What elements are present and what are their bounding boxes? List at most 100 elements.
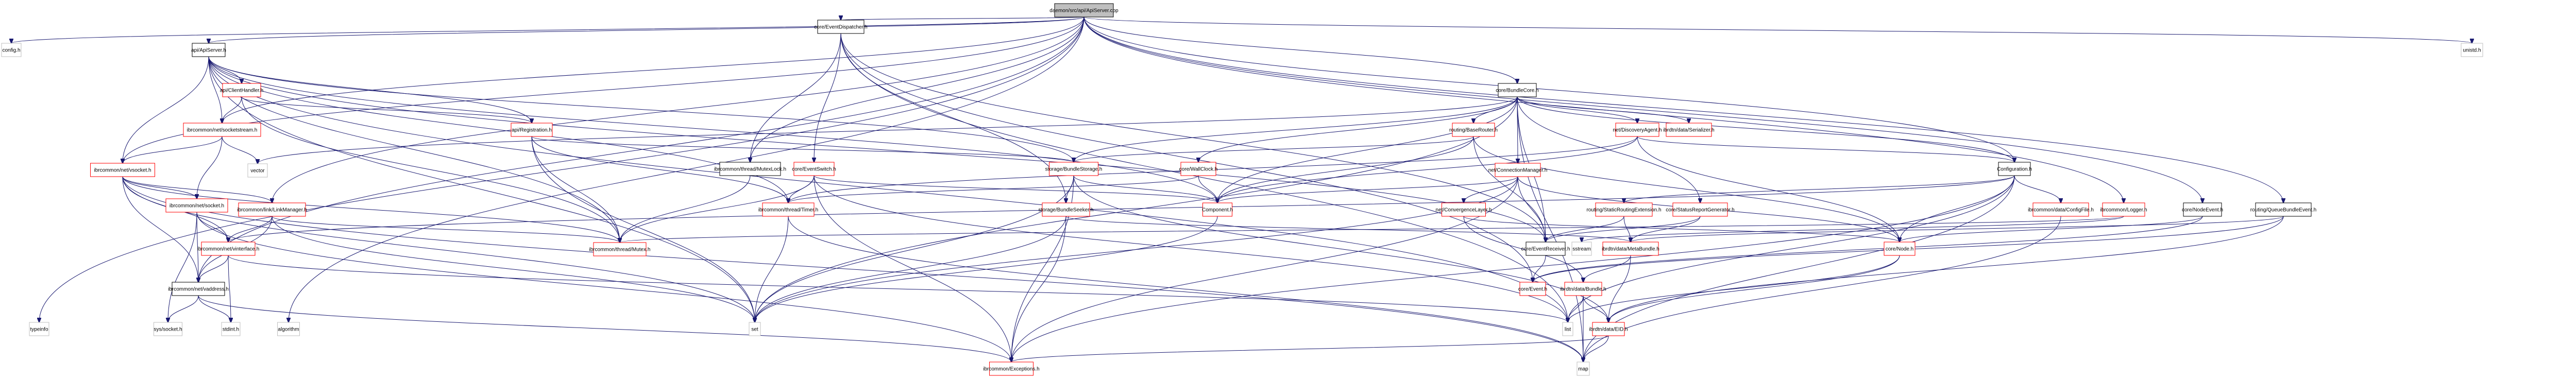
node-label: ibrcommon/net/vsocket.h [94, 168, 151, 174]
node-queuebundleevent-h[interactable]: routing/QueueBundleEvent.h [2250, 202, 2316, 217]
edge-linkmanager_h-to-mutex_h [272, 216, 620, 243]
node-label: vector [250, 168, 265, 174]
edge-timer_h-to-set [755, 216, 789, 322]
edge-bundlecore_h-to-discoveryagent_h [1517, 96, 1637, 123]
node-box [1564, 282, 1602, 296]
node-linkmanager-h[interactable]: ibrcommon/link/LinkManager.h [237, 202, 307, 217]
node-wallclock-h[interactable]: core/WallClock.h [1179, 162, 1218, 176]
node-registration-h[interactable]: api/Registration.h [511, 123, 553, 137]
node-apiserver-h[interactable]: api/ApiServer.h [191, 43, 226, 57]
node-eventswitch-h[interactable]: core/EventSwitch.h [792, 162, 836, 176]
node-configuration-h[interactable]: Configuration.h [1997, 162, 2032, 176]
node-statusreport-h[interactable]: core/StatusReportGenerator.h [1666, 202, 1735, 217]
node-bundlecore-h[interactable]: core/BundleCore.h [1496, 83, 1539, 97]
edge-vsocket_h-to-socket_h [122, 176, 197, 199]
node-vinterface-h[interactable]: ibrcommon/net/vinterface.h [197, 242, 260, 256]
node-label: api/ApiServer.h [191, 48, 226, 54]
edge-statusreport_h-to-eventreceiver_h [1546, 216, 1701, 242]
edge-eventreceiver_h-to-event_h [1533, 255, 1546, 282]
edge-bundlecore_h-to-set [755, 96, 1518, 322]
node-label: storage/BundleStorage.h [1045, 167, 1103, 173]
edge-apiserver_h-to-timer_h [208, 56, 788, 203]
edge-node_h-to-list [1568, 255, 1900, 322]
node-node-h[interactable]: core/Node.h [1884, 242, 1916, 256]
node-connectionmanager-h[interactable]: net/ConnectionManager.h [1488, 163, 1548, 177]
node-discoveryagent-h[interactable]: net/DiscoveryAgent.h [1613, 123, 1662, 137]
node-box [1666, 123, 1712, 137]
node-box [1498, 83, 1537, 97]
node-label: Component.h [1202, 208, 1233, 213]
node-sstream: sstream [1571, 242, 1592, 256]
node-set: set [749, 322, 761, 336]
node-label: core/EventSwitch.h [792, 167, 836, 173]
node-box [201, 242, 256, 256]
edge-timer_h-to-map [788, 216, 1583, 362]
edge-bundlestorage_h-to-set [755, 175, 1074, 322]
edge-socket_h-to-syssocket_h [168, 212, 197, 322]
node-configfile-h[interactable]: ibrcommon/data/ConfigFile.h [2028, 202, 2094, 217]
node-root[interactable]: daemon/src/api/ApiServer.cpp [1049, 3, 1118, 18]
node-timer-h[interactable]: ibrcommon/thread/Timer.h [758, 202, 818, 217]
node-socketstream-h[interactable]: ibrcommon/net/socketstream.h [183, 123, 261, 137]
node-label: ibrdtn/data/Bundle.h [1560, 287, 1606, 292]
node-serializer-h[interactable]: ibrdtn/data/Serializer.h [1663, 123, 1715, 137]
node-label: core/NodeEvent.h [2182, 208, 2223, 213]
node-label: ibrcommon/link/LinkManager.h [237, 208, 307, 213]
node-socket-h[interactable]: ibrcommon/net/socket.h [165, 198, 228, 213]
edge-socket_h-to-vaddress_h [197, 212, 198, 282]
edge-socketstream_h-to-socket_h [197, 136, 223, 199]
edge-apiserver_h-to-list [208, 56, 1568, 322]
node-bundle-h[interactable]: ibrdtn/data/Bundle.h [1560, 282, 1606, 296]
edge-root-to-eventdispatcher_h [841, 17, 1084, 20]
node-box [1, 43, 22, 57]
node-eventreceiver-h[interactable]: core/EventReceiver.h [1521, 242, 1570, 256]
node-mutex-h[interactable]: ibrcommon/thread/Mutex.h [589, 242, 651, 256]
node-bundleseeker-h[interactable]: storage/BundleSeeker.h [1039, 202, 1094, 217]
node-label: routing/QueueBundleEvent.h [2250, 208, 2316, 213]
edge-bundleseeker_h-to-set [755, 216, 1066, 322]
node-label: routing/StaticRoutingExtension.h [1586, 208, 1661, 213]
node-box [1519, 282, 1546, 296]
node-label: set [751, 327, 758, 333]
node-nodeevent-h[interactable]: core/NodeEvent.h [2182, 202, 2223, 217]
edge-clienthandler_h-to-socketstream_h [222, 96, 242, 123]
edge-bundleseeker_h-to-exceptions_h [1011, 216, 1066, 362]
node-logger-h[interactable]: ibrcommon/Logger.h [2100, 202, 2147, 217]
node-label: stdint.h [223, 327, 239, 333]
node-component-h[interactable]: Component.h [1202, 202, 1233, 217]
edge-apiserver_h-to-set [208, 56, 755, 322]
node-vaddress-h[interactable]: ibrcommon/net/vaddress.h [168, 282, 229, 296]
edge-root-to-typeinfo [39, 16, 1084, 322]
node-convergencelayer-h[interactable]: net/ConvergenceLayer.h [1436, 202, 1492, 217]
node-vsocket-h[interactable]: ibrcommon/net/vsocket.h [90, 163, 155, 177]
node-box [793, 162, 835, 176]
node-box [989, 361, 1033, 376]
edge-nodeevent_h-to-node_h [1900, 216, 2203, 242]
node-clienthandler-h[interactable]: api/ClientHandler.h [220, 83, 264, 97]
node-metabundle-h[interactable]: ibrdtn/data/MetaBundle.h [1602, 242, 1659, 256]
edge-root-to-config_h [11, 16, 1084, 43]
node-bundlestorage-h[interactable]: storage/BundleStorage.h [1045, 162, 1103, 176]
node-box [1495, 163, 1541, 177]
edge-logger_h-to-sstream [1582, 216, 2124, 242]
node-mutexlock-h[interactable]: ibrcommon/thread/MutexLock.h [714, 162, 786, 176]
edge-bundlecore_h-to-wallclock_h [1198, 96, 1518, 162]
node-box [222, 83, 261, 97]
node-eventdispatcher-h[interactable]: core/EventDispatcher.h [814, 20, 868, 34]
node-label: typeinfo [30, 327, 48, 333]
node-label: ibrdtn/data/MetaBundle.h [1602, 247, 1659, 252]
edge-bundlecore_h-to-component_h [1217, 96, 1518, 203]
node-box [1884, 242, 1916, 256]
node-box [2183, 202, 2222, 217]
node-exceptions-h[interactable]: ibrcommon/Exceptions.h [983, 361, 1040, 376]
edge-bundle_h-to-list [1568, 295, 1584, 322]
node-label: ibrcommon/net/socketstream.h [187, 128, 258, 133]
node-label: ibrcommon/net/socket.h [170, 203, 224, 209]
node-eid-h[interactable]: ibrdtn/data/EID.h [1589, 322, 1628, 336]
node-label: ibrcommon/net/vaddress.h [168, 287, 229, 292]
edge-vsocket_h-to-linkmanager_h [122, 176, 272, 203]
node-event-h[interactable]: core/Event.h [1518, 282, 1547, 296]
node-baserouter-h[interactable]: routing/BaseRouter.h [1449, 123, 1498, 137]
node-staticrouting-h[interactable]: routing/StaticRoutingExtension.h [1586, 202, 1662, 217]
